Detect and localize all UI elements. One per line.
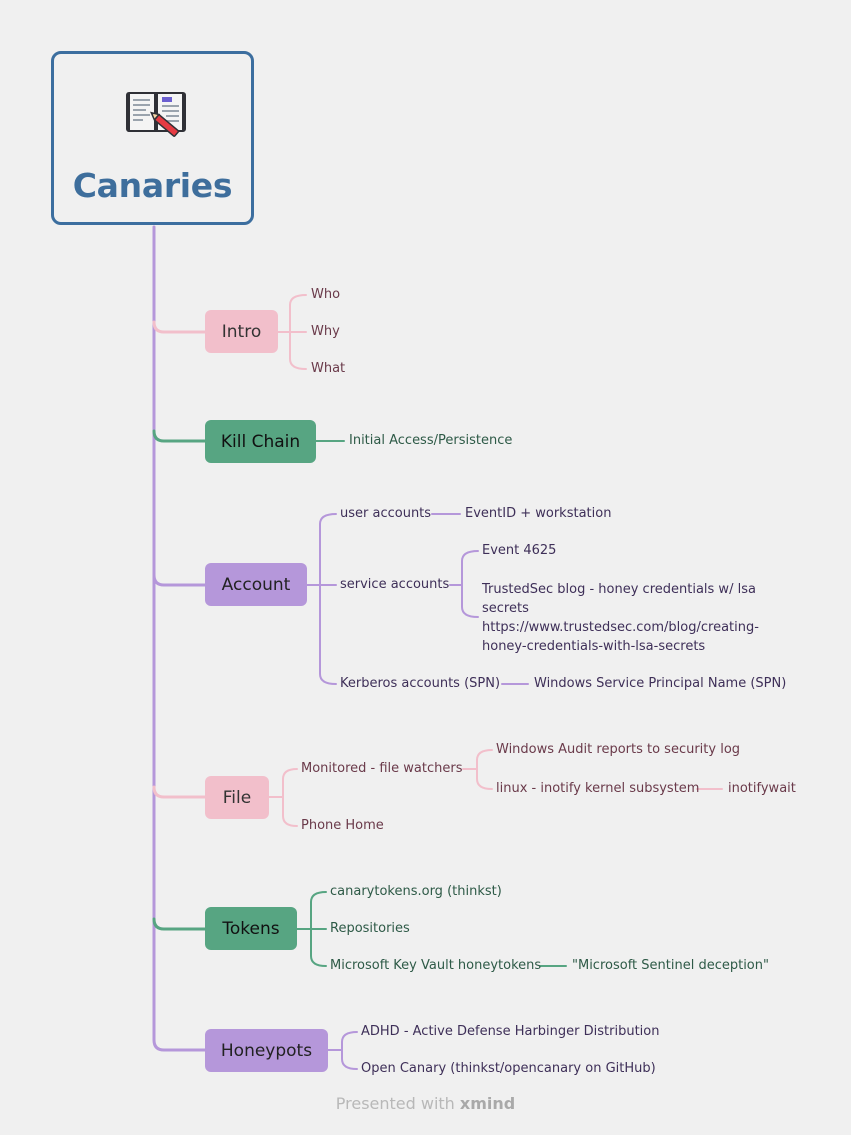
topic-tokens[interactable]: Tokens bbox=[205, 907, 297, 950]
file-monitored[interactable]: Monitored - file watchers bbox=[301, 761, 463, 776]
account-service-accounts[interactable]: service accounts bbox=[340, 577, 450, 592]
honeypots-adhd[interactable]: ADHD - Active Defense Harbinger Distribu… bbox=[361, 1024, 660, 1039]
file-linux-inotify[interactable]: linux - inotify kernel subsystem bbox=[496, 781, 700, 796]
tokens-repositories[interactable]: Repositories bbox=[330, 921, 410, 936]
topic-file-label: File bbox=[222, 787, 252, 808]
file-windows-audit[interactable]: Windows Audit reports to security log bbox=[496, 742, 741, 757]
intro-who[interactable]: Who bbox=[311, 287, 341, 302]
tokens-child-connectors bbox=[296, 891, 567, 967]
kill-chain-initial-access[interactable]: Initial Access/Persistence bbox=[349, 433, 513, 448]
file-phone-home[interactable]: Phone Home bbox=[301, 818, 384, 833]
account-child-connectors bbox=[306, 513, 529, 685]
account-service-event[interactable]: Event 4625 bbox=[482, 543, 557, 558]
account-user-accounts[interactable]: user accounts bbox=[340, 506, 432, 521]
root-node[interactable]: Canaries bbox=[51, 51, 254, 225]
account-kerberos-detail[interactable]: Windows Service Principal Name (SPN) bbox=[534, 676, 787, 691]
footer-prefix: Presented with bbox=[335, 1094, 455, 1113]
topic-tokens-label: Tokens bbox=[222, 918, 280, 939]
file-child-connectors bbox=[268, 749, 723, 827]
branch-file-connector bbox=[152, 785, 207, 799]
account-service-blog-title: TrustedSec blog - honey credentials w/ l… bbox=[482, 582, 756, 616]
trunk-line bbox=[152, 225, 207, 1052]
topic-honeypots-label: Honeypots bbox=[220, 1040, 313, 1061]
topic-file[interactable]: File bbox=[205, 776, 269, 819]
account-service-blog-url: https://www.trustedsec.com/blog/creating… bbox=[482, 620, 759, 654]
topic-intro-label: Intro bbox=[221, 321, 262, 342]
intro-what[interactable]: What bbox=[311, 361, 346, 376]
tokens-key-vault[interactable]: Microsoft Key Vault honeytokens bbox=[330, 958, 542, 973]
tokens-sentinel[interactable]: "Microsoft Sentinel deception" bbox=[572, 958, 769, 973]
account-service-blog[interactable]: TrustedSec blog - honey credentials w/ l… bbox=[482, 580, 772, 656]
honeypots-open-canary[interactable]: Open Canary (thinkst/opencanary on GitHu… bbox=[361, 1061, 656, 1076]
intro-child-connectors bbox=[277, 294, 307, 370]
topic-kill-chain-label: Kill Chain bbox=[220, 431, 301, 452]
intro-why[interactable]: Why bbox=[311, 324, 340, 339]
file-inotifywait[interactable]: inotifywait bbox=[728, 781, 796, 796]
xmind-brand: xmind bbox=[459, 1094, 516, 1113]
presented-with-footer: Presented with xmind bbox=[0, 1094, 851, 1113]
account-kerberos[interactable]: Kerberos accounts (SPN) bbox=[340, 676, 501, 691]
branch-tokens-connector bbox=[152, 917, 207, 931]
topic-intro[interactable]: Intro bbox=[205, 310, 278, 353]
book-with-pencil-icon bbox=[126, 92, 186, 137]
branch-account-connector bbox=[152, 573, 207, 587]
root-title: Canaries bbox=[72, 166, 233, 205]
account-user-accounts-detail[interactable]: EventID + workstation bbox=[465, 506, 612, 521]
topic-honeypots[interactable]: Honeypots bbox=[205, 1029, 328, 1072]
branch-killchain-connector bbox=[152, 429, 207, 443]
topic-account-label: Account bbox=[221, 574, 291, 595]
honeypots-child-connectors bbox=[327, 1031, 358, 1070]
branch-intro-connector bbox=[152, 320, 207, 334]
tokens-canarytokens[interactable]: canarytokens.org (thinkst) bbox=[330, 884, 502, 899]
topic-kill-chain[interactable]: Kill Chain bbox=[205, 420, 316, 463]
topic-account[interactable]: Account bbox=[205, 563, 307, 606]
